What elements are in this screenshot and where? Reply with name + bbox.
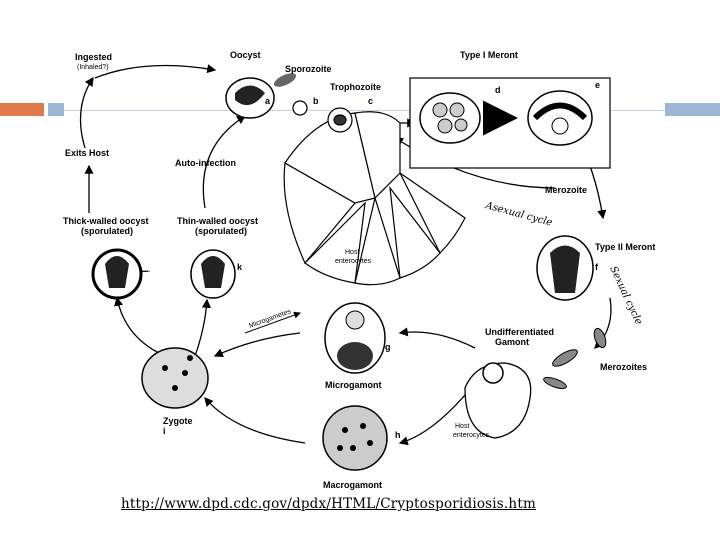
- arrow-macrogamont-to-zygote: [204, 397, 306, 444]
- label-type-i-meront: Type I Meront: [460, 50, 518, 60]
- arrow-zygote-to-thick: [114, 296, 166, 357]
- label-gamont: Gamont: [495, 337, 529, 347]
- label-trophozoite: Trophozoite: [330, 82, 381, 92]
- letter-f: f: [595, 262, 599, 272]
- arrow-zygote-to-thin: [194, 298, 211, 357]
- slide-accent-bar-orange: [0, 103, 44, 116]
- thin-walled-oocyst-illustration: [190, 249, 236, 299]
- label-auto-infection: Auto-infection: [175, 158, 236, 168]
- label-ingested: Ingested: [75, 52, 112, 62]
- letter-h: h: [395, 430, 401, 440]
- label-host-enterocytes-bottom: Host: [455, 423, 469, 430]
- label-oocyst: Oocyst: [230, 50, 261, 60]
- undifferentiated-gamont-illustration: [464, 362, 532, 439]
- label-host-enterocytes-top-2: enterocytes: [335, 258, 372, 265]
- label-zygote: Zygote: [163, 416, 193, 426]
- label-thin-walled-sporulated: (sporulated): [195, 226, 247, 236]
- label-microgamont: Microgamont: [325, 380, 382, 390]
- letter-a: a: [265, 96, 271, 106]
- slide-accent-bar-blue-left: [48, 103, 64, 116]
- label-host-enterocytes-top: Host: [345, 249, 359, 256]
- label-thin-walled-oocyst: Thin-walled oocyst: [177, 216, 258, 226]
- label-exits-host: Exits Host: [65, 148, 109, 158]
- label-sporozoite: Sporozoite: [285, 64, 332, 74]
- arrow-auto-infection: [202, 115, 247, 209]
- label-asexual-cycle: Asexual cycle: [483, 200, 553, 229]
- cryptosporidium-life-cycle-diagram: Ingested (Inhaled?) Oocyst Sporozoite Tr…: [63, 50, 655, 490]
- label-microgametes: Microgametes: [248, 308, 292, 330]
- type-ii-meront-illustration: [536, 235, 594, 301]
- macrogamont-illustration: [322, 405, 388, 471]
- arrow-gamont-to-microgamont: [398, 327, 476, 349]
- label-host-enterocytes-bottom-2: enterocytes: [453, 432, 490, 439]
- slide-accent-rule: [64, 110, 666, 111]
- oocyst-a-illustration: [225, 73, 297, 119]
- letter-b: b: [313, 96, 319, 106]
- label-thick-walled-sporulated: (sporulated): [81, 226, 133, 236]
- label-type-ii-meront: Type II Meront: [595, 242, 655, 252]
- meront-d-illustration: [419, 92, 481, 144]
- label-merozoite: Merozoite: [545, 185, 587, 195]
- arrow-microgametes: [244, 311, 301, 334]
- label-macrogamont: Macrogamont: [323, 480, 382, 490]
- microgamont-illustration: [324, 302, 386, 374]
- label-undifferentiated: Undifferentiated: [485, 327, 554, 337]
- arrow-microgamont-to-zygote: [213, 332, 301, 357]
- zygote-illustration: [141, 347, 209, 409]
- thick-walled-oocyst-illustration: [91, 248, 143, 300]
- letter-e: e: [595, 80, 600, 90]
- label-inhaled: (Inhaled?): [77, 64, 109, 71]
- slide-accent-bar-blue-right: [665, 103, 720, 116]
- letter-i: i: [163, 426, 166, 436]
- arrow-exits-host-to-ingested: [79, 76, 94, 149]
- host-enterocytes-illustration: [283, 100, 466, 286]
- meront-e-illustration: [527, 90, 593, 146]
- letter-j: j: [141, 269, 151, 273]
- label-merozoites: Merozoites: [600, 362, 647, 372]
- arrow-ingested-to-oocyst: [94, 64, 217, 79]
- source-url-link[interactable]: http://www.dpd.cdc.gov/dpdx/HTML/Cryptos…: [121, 496, 536, 512]
- merozoites-illustration: [543, 327, 607, 390]
- letter-k: k: [237, 262, 243, 272]
- letter-c: c: [368, 96, 373, 106]
- label-sexual-cycle: Sexual cycle: [607, 265, 644, 327]
- label-thick-walled-oocyst: Thick-walled oocyst: [63, 216, 149, 226]
- letter-d: d: [495, 85, 501, 95]
- letter-g: g: [385, 342, 391, 352]
